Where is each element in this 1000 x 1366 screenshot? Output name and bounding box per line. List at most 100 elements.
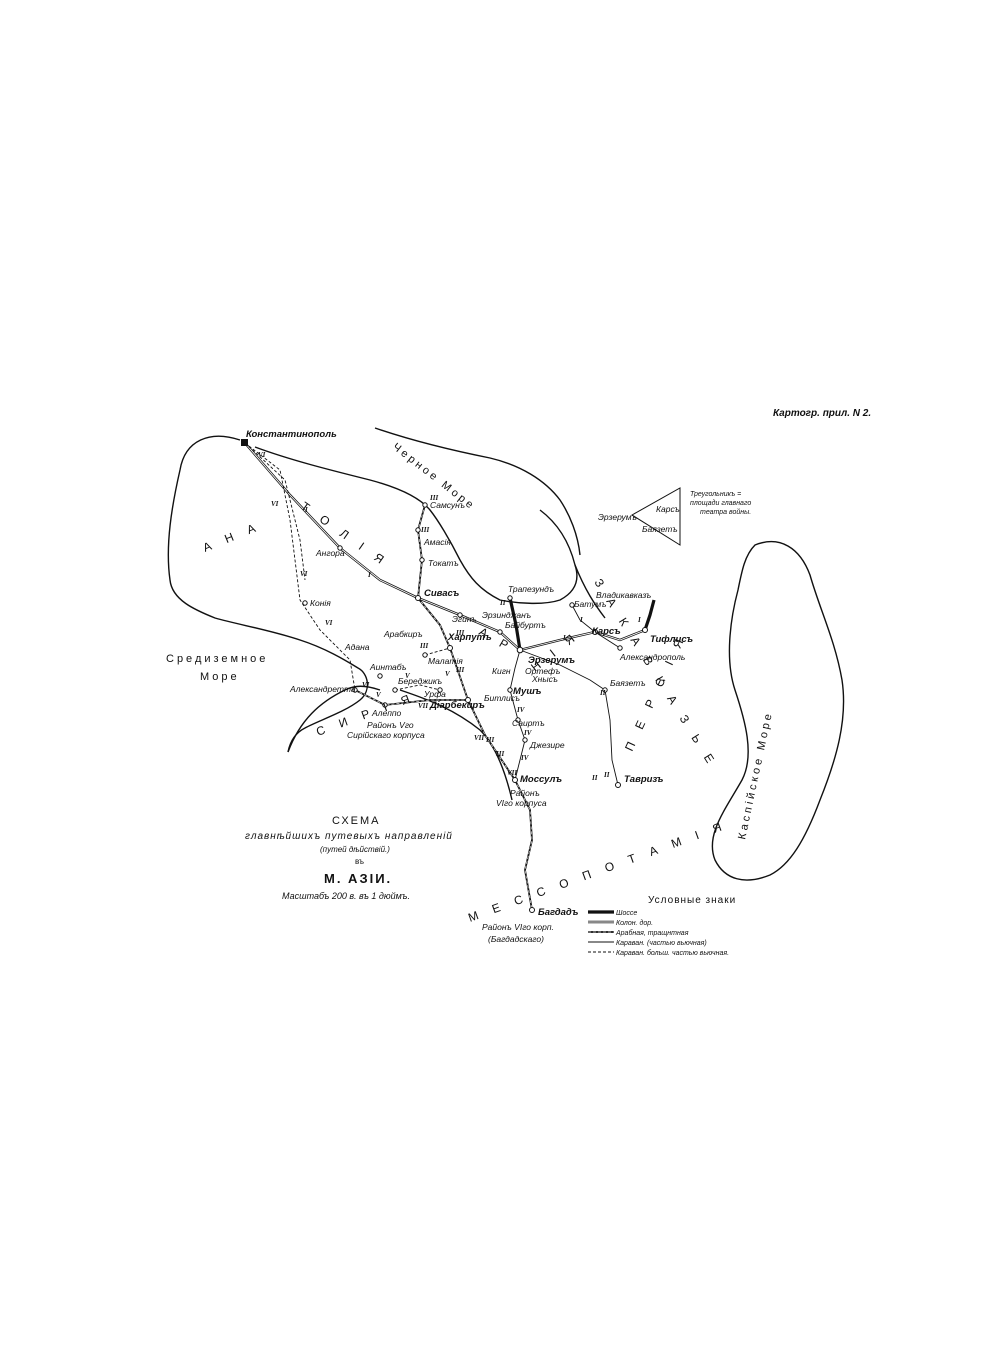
sea-mediterranean-2: Море [200,671,240,683]
town-label-konstantinopol: Константинополь [246,429,337,440]
legend: Условные знаки Шоссе Колон. дор. Арабная… [588,895,736,957]
caravan-erzerum-bayazet [519,649,606,691]
town-dot [465,697,471,703]
legend-label-caravan: Караван. (частью вьючная) [616,940,707,947]
title-main: главнѣйшихъ путевыхъ направленій [245,831,453,842]
town-label-egin: Эгинъ [452,614,477,624]
town-dot [382,702,388,708]
corps-number: VI [271,500,279,508]
town-label-dzhezire: Джезире [529,740,565,750]
region-persia: П Е Р С І Я [622,631,689,753]
town-dot [392,687,398,693]
corps-number: I [579,616,583,624]
town-dot [457,612,463,618]
corps-number: II [603,771,610,779]
town-label-aleksandretta: Александретта [289,684,356,694]
corps-number: VII [474,734,484,742]
corps-number: V [405,672,411,680]
town-label-aintab: Аинтабъ [369,662,407,672]
corps-number: I [637,616,641,624]
title-sub: (путей дѣйствій.) [320,845,390,854]
black-sea-upper-coast [374,427,581,556]
town-label-trapezund: Трапезундъ [508,584,554,594]
euphrates-river [399,689,513,801]
corps-number: II [599,689,606,697]
mediterranean-coast [287,685,381,753]
sea-caspian: Каспійское Море [736,710,775,841]
triangle-inset: Эрзерумъ Карсъ Баязетъ Треугольникъ = пл… [598,487,751,546]
caravan-batum-kars [571,604,596,633]
town-label-kigi: Кигн [492,666,511,676]
triangle-note-3: театра войны. [700,508,751,516]
town-labels: Константинополь Самсунъ Амасія Токатъ Ан… [246,429,693,918]
legend-label-araba: Арабная, тращнтная [615,929,689,937]
region-anatolia-a: А Н А [201,519,263,555]
town-label-urfa: Урфа [423,689,446,699]
title-region: М. АЗІИ. [324,871,392,886]
triangle-corner-kars: Карсъ [656,504,680,514]
highway-vladikavkaz-tiflis [643,599,656,631]
corps-number: IV [516,706,526,714]
town-label-tavriz: Тавризъ [624,774,664,785]
corps-number: III [495,750,504,758]
corps-number: III [420,526,429,534]
caravan-bayazet-tavriz [604,689,619,786]
town-dot [516,646,524,654]
town-dot [422,652,428,658]
legend-label-colonel: Колон. дор. [616,919,653,927]
town-label-batum: Батумъ [574,599,607,609]
town-label-bayazet: Баязетъ [610,678,646,688]
title-scheme: СХЕМА [332,815,381,827]
corps-numbers: VI VI I I III III VI VI VI V V VII V III… [258,451,641,782]
town-label-arabkir: Арабкиръ [383,629,423,639]
corps-number: IV [520,754,530,762]
district-sixth-1: Районъ [510,788,540,798]
theatre-triangle [631,487,681,546]
town-label-aleppo: Алеппо [371,708,402,718]
town-markers [241,439,648,913]
town-label-kars: Карсъ [592,626,621,637]
capital-marker [241,439,248,446]
town-label-sairt: Саиртъ [512,718,545,728]
town-label-sivas: Сивасъ [424,588,460,599]
pack-malatia-kharput [424,647,451,656]
town-label-tiflis: Тифлисъ [650,634,693,645]
sea-mediterranean-1: Средиземное [166,653,268,665]
araba-samsun-sivas [417,504,426,599]
corps-number: VI [325,619,333,627]
corps-number: VI [300,570,308,578]
caravan-dzhezire-mossul [514,739,526,781]
highway-trapezund-erzerum [508,597,522,651]
black-sea-coast [167,435,368,753]
corps-number: I [562,634,566,642]
legend-label-pack: Караван. больш. частью вьючная. [616,949,729,957]
title-scale: Масштабъ 200 в. въ 1 дюймъ. [282,891,410,901]
region-labels: А Н А Т О Л І Я А Р Н І Я С И Р І Я П Е … [201,499,729,925]
town-dot [497,629,503,635]
town-dot [512,777,518,783]
town-label-tokat: Токатъ [428,558,459,568]
town-label-khnys: Хнысъ [531,674,558,684]
araba-diarbekir-mossul-inner [467,699,516,781]
town-label-angora: Ангора [315,548,345,558]
legend-title: Условные знаки [648,895,736,906]
corps-number: I [304,506,308,514]
corps-number: VII [418,702,428,710]
district-baghdad-1: Районъ VIго корп. [482,922,554,932]
caravan-kars-aleksandropol [594,631,621,649]
town-dot [602,687,608,693]
town-dot [569,602,575,608]
town-label-diarbekir: Діарбекиръ [429,700,485,711]
town-label-kharput: Харпутъ [447,632,492,643]
town-dot [529,907,535,913]
district-labels: Районъ Vго Сирійскаго корпуса Районъ VIг… [347,720,554,944]
town-dot [507,595,513,601]
town-label-malatia: Малатія [428,656,463,666]
district-baghdad-2: (Багдадскаго) [488,934,544,944]
town-label-baiburt: Байбуртъ [505,620,546,630]
town-dot [437,687,443,693]
town-label-samsun: Самсунъ [430,500,465,510]
town-label-amasia: Амасія [423,537,451,547]
town-label-aleksandropol: Александрополь [619,652,685,662]
